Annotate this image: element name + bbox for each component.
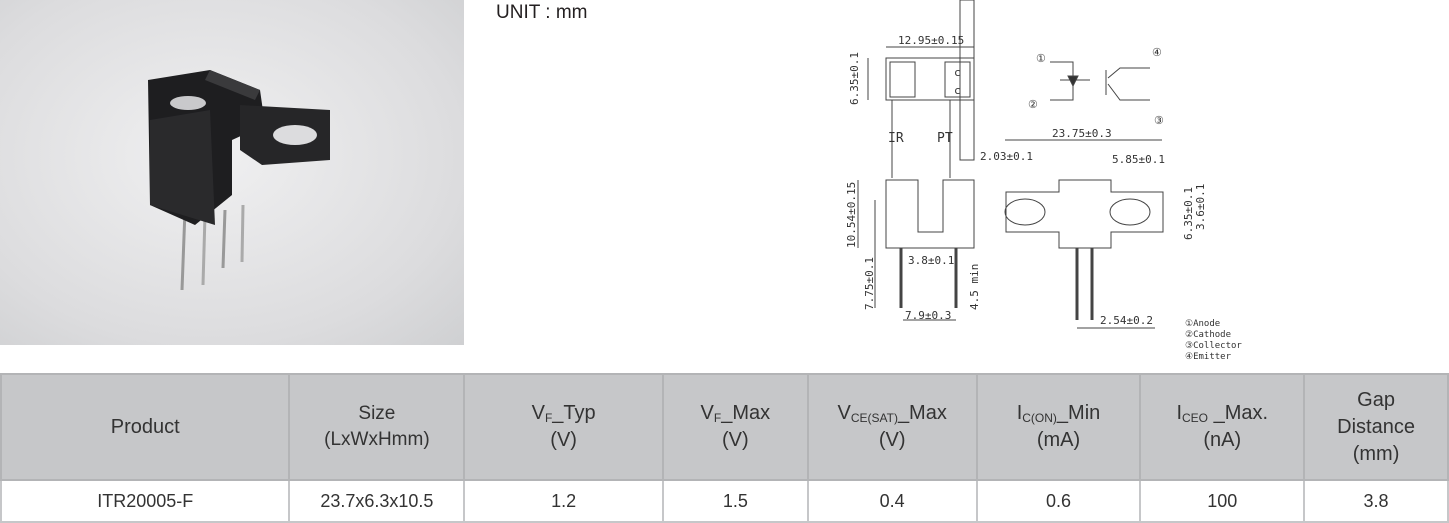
table-row: ITR20005-F 23.7x6.3x10.5 1.2 1.5 0.4 0.6… xyxy=(0,479,1449,523)
cell-size: 23.7x6.3x10.5 xyxy=(288,479,466,523)
header-symbol: I xyxy=(1016,402,1023,424)
legend-collector: ③Collector xyxy=(1185,341,1242,351)
header-symbol: I xyxy=(1176,402,1182,424)
dim-gap: 3.8±0.1 xyxy=(908,254,954,267)
header-ic-on-min: IC(ON)_Min (mA) xyxy=(975,373,1142,481)
dimension-drawing: 12.95±0.15 6.35±0.1 IR PT 2.03±0.1 23.75… xyxy=(845,0,1242,362)
pin-4: ④ xyxy=(1152,46,1162,59)
header-vce-sat-max: VCE(SAT)_Max (V) xyxy=(806,373,978,481)
header-unit: (V) xyxy=(550,429,577,451)
legend-anode: ①Anode xyxy=(1185,319,1220,329)
cell-product: ITR20005-F xyxy=(0,479,291,523)
header-subscript: CEO xyxy=(1182,411,1209,425)
dim-pin-offset: 7.75±0.1 xyxy=(863,257,876,310)
header-label: _Max. xyxy=(1208,402,1269,424)
header-label: Product xyxy=(110,415,180,438)
dim-width: 12.95±0.15 xyxy=(898,34,964,47)
header-subscript: F xyxy=(713,411,722,425)
cell-iceo-max: 100 xyxy=(1139,479,1306,523)
legend-emitter: ④Emitter xyxy=(1185,352,1232,362)
pin-2: ② xyxy=(1028,98,1038,111)
header-label: _Typ xyxy=(552,402,596,424)
header-size: Size (LxWxHmm) xyxy=(288,373,466,481)
header-label: _Min xyxy=(1056,402,1101,424)
unit-label: UNIT : mm xyxy=(496,2,588,23)
header-label: _Max xyxy=(721,402,771,424)
header-subscript: CE(SAT) xyxy=(850,411,898,425)
header-label: Distance xyxy=(1337,415,1415,438)
legend-cathode: ②Cathode xyxy=(1185,330,1231,340)
dim-height: 10.54±0.15 xyxy=(845,182,858,248)
header-unit: (nA) xyxy=(1203,429,1242,451)
pin-3: ③ xyxy=(1154,114,1164,127)
header-unit: (V) xyxy=(878,429,906,451)
header-label: Gap xyxy=(1357,388,1395,411)
dim-thickness: 2.03±0.1 xyxy=(980,150,1033,163)
dim-pin-length: 4.5 min xyxy=(968,264,981,310)
dim-lead-pitch: 2.54±0.2 xyxy=(1100,314,1153,327)
header-symbol: V xyxy=(837,402,851,424)
dim-slot: 5.85±0.1 xyxy=(1112,153,1165,166)
header-iceo-max: ICEO _Max. (nA) xyxy=(1139,373,1306,481)
header-unit: (mm) xyxy=(1352,442,1400,465)
dim-hole-h: 6.35±0.1 xyxy=(1182,187,1195,240)
dim-hole-w: 3.6±0.1 xyxy=(1194,184,1207,230)
header-unit: (V) xyxy=(722,429,749,451)
cell-vf-max: 1.5 xyxy=(661,479,809,523)
dim-pin-pitch: 7.9±0.3 xyxy=(905,309,951,322)
header-unit: (mA) xyxy=(1036,429,1081,451)
marking-c: c xyxy=(954,84,961,97)
header-subscript: C(ON) xyxy=(1022,411,1057,425)
header-label: _Max xyxy=(897,402,947,424)
label-ir: IR xyxy=(888,131,904,146)
header-unit: (LxWxHmm) xyxy=(324,429,430,450)
header-vf-typ: VF_Typ (V) xyxy=(463,373,664,481)
dim-length: 23.75±0.3 xyxy=(1052,127,1112,140)
header-product: Product xyxy=(0,373,291,481)
header-subscript: F xyxy=(544,411,553,425)
header-symbol: V xyxy=(531,402,545,424)
table-header-row: Product Size(LxWxHmm) VF_Typ(V) VF_Max(V… xyxy=(0,373,1449,481)
pin-1: ① xyxy=(1036,52,1046,65)
header-vf-max: VF_Max (V) xyxy=(661,373,809,481)
spec-table: Product Size(LxWxHmm) VF_Typ(V) VF_Max(V… xyxy=(0,373,1449,523)
cell-gap-distance: 3.8 xyxy=(1303,479,1449,523)
cell-vf-typ: 1.2 xyxy=(463,479,664,523)
cell-vce-sat-max: 0.4 xyxy=(806,479,978,523)
cell-ic-on-min: 0.6 xyxy=(975,479,1142,523)
product-photo xyxy=(0,0,464,345)
header-symbol: V xyxy=(700,402,714,424)
marking-c: c xyxy=(954,66,961,79)
photo-interrupter-image xyxy=(148,70,330,291)
header-label: Size xyxy=(358,403,396,425)
label-pt: PT xyxy=(937,131,953,146)
dim-depth: 6.35±0.1 xyxy=(848,52,861,105)
